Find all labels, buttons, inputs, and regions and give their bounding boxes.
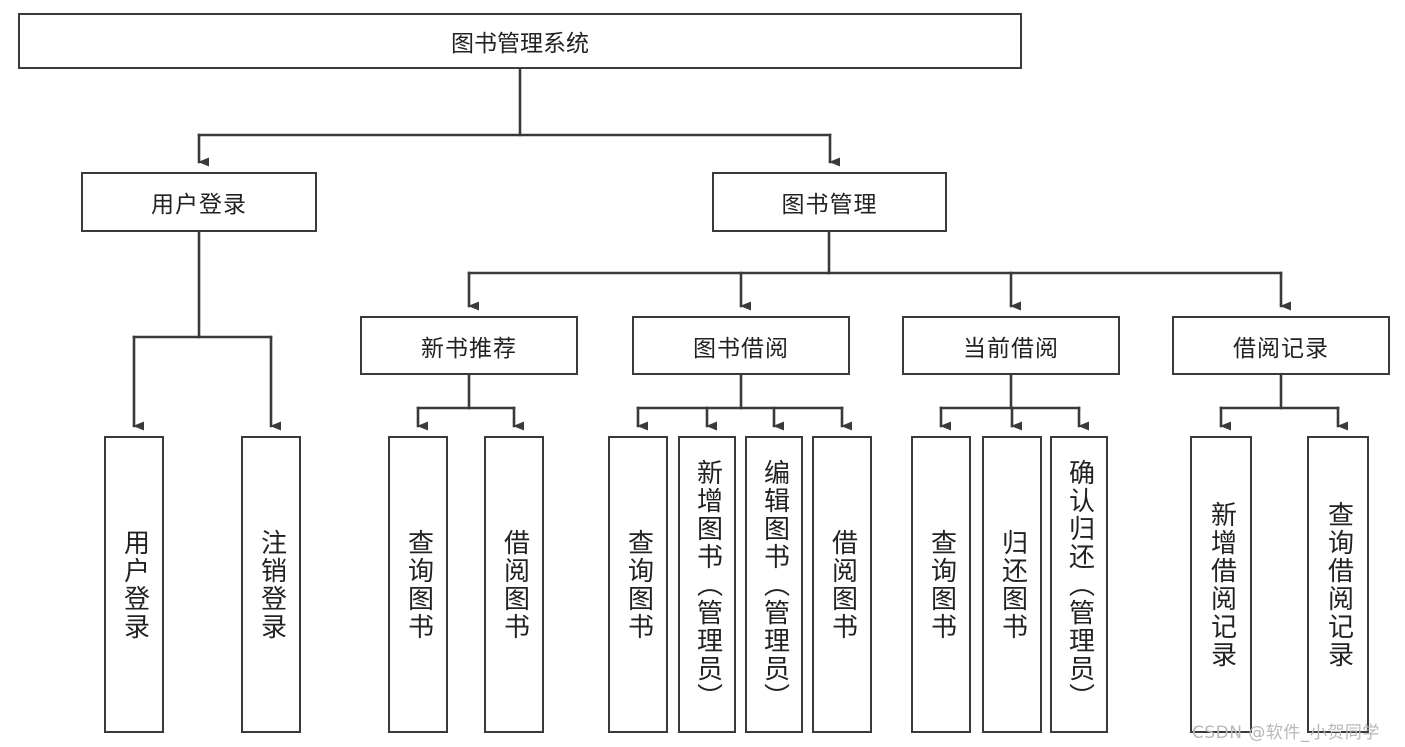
node-borrow-record[interactable]: 借阅记录 xyxy=(1172,316,1390,375)
node-label: 确认归还（管理员） xyxy=(1064,458,1095,711)
node-label: 归还图书 xyxy=(997,528,1028,641)
node-current-borrow[interactable]: 当前借阅 xyxy=(902,316,1120,375)
node-user-login[interactable]: 用户登录 xyxy=(81,172,317,232)
node-new-book-recommend[interactable]: 新书推荐 xyxy=(360,316,578,375)
node-leaf-query-record[interactable]: 查询借阅记录 xyxy=(1307,436,1369,733)
node-leaf-query-book-2[interactable]: 查询图书 xyxy=(608,436,668,733)
node-label: 用户登录 xyxy=(151,192,247,218)
node-label: 新增借阅记录 xyxy=(1206,500,1237,669)
node-book-manage[interactable]: 图书管理 xyxy=(712,172,947,232)
node-leaf-return-book[interactable]: 归还图书 xyxy=(982,436,1042,733)
node-leaf-borrow-book-2[interactable]: 借阅图书 xyxy=(812,436,872,733)
node-label: 借阅图书 xyxy=(827,528,858,641)
node-label: 新书推荐 xyxy=(421,335,517,362)
node-leaf-add-book-admin[interactable]: 新增图书（管理员） xyxy=(678,436,736,733)
node-leaf-confirm-return-admin[interactable]: 确认归还（管理员） xyxy=(1050,436,1108,733)
node-leaf-query-book-1[interactable]: 查询图书 xyxy=(388,436,448,733)
node-label: 查询图书 xyxy=(403,528,434,641)
node-label: 用户登录 xyxy=(119,528,150,641)
node-leaf-query-book-3[interactable]: 查询图书 xyxy=(911,436,971,733)
node-label: 借阅图书 xyxy=(499,528,530,641)
node-label: 图书管理系统 xyxy=(451,31,589,57)
node-label: 图书借阅 xyxy=(693,335,789,362)
csdn-watermark: CSDN @软件_小贺同学 xyxy=(1192,723,1380,743)
node-leaf-edit-book-admin[interactable]: 编辑图书（管理员） xyxy=(745,436,803,733)
node-leaf-add-record[interactable]: 新增借阅记录 xyxy=(1190,436,1252,733)
node-label: 编辑图书（管理员） xyxy=(759,458,790,711)
node-label: 注销登录 xyxy=(256,528,287,641)
node-label: 查询图书 xyxy=(623,528,654,641)
node-leaf-borrow-book-1[interactable]: 借阅图书 xyxy=(484,436,544,733)
node-label: 借阅记录 xyxy=(1233,335,1329,362)
node-label: 当前借阅 xyxy=(963,335,1059,362)
node-book-management-system[interactable]: 图书管理系统 xyxy=(18,13,1022,69)
node-label: 图书管理 xyxy=(781,192,878,218)
node-book-borrow[interactable]: 图书借阅 xyxy=(632,316,850,375)
node-leaf-user-logout[interactable]: 注销登录 xyxy=(241,436,301,733)
node-label: 查询借阅记录 xyxy=(1323,500,1354,669)
node-leaf-user-login[interactable]: 用户登录 xyxy=(104,436,164,733)
node-label: 查询图书 xyxy=(926,528,957,641)
node-label: 新增图书（管理员） xyxy=(692,458,723,711)
